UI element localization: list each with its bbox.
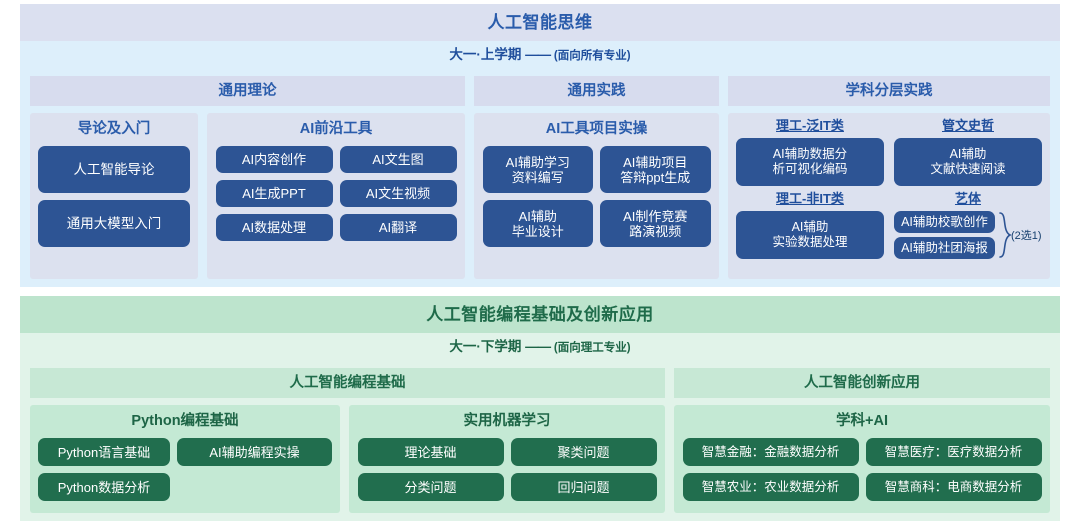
layer-label: 理工-泛IT类	[776, 118, 844, 133]
chip-course[interactable]: AI辅助校歌创作	[894, 211, 995, 233]
layer-cell-science-eng: 理工-泛IT类 AI辅助数据分析可视化编码 理工-非IT类 AI辅助实验数据处理	[736, 117, 884, 271]
blue-column-layered-practice: 学科分层实践 理工-泛IT类 AI辅助数据分析可视化编码 理工-非IT类 AI辅…	[728, 76, 1050, 279]
layer-cell-humanities-arts: 管文史哲 AI辅助文献快速阅读 艺体 AI辅助校歌创作 AI辅助社团海报	[894, 117, 1042, 271]
curly-brace-icon	[999, 212, 1012, 258]
chip-course[interactable]: AI制作竞赛路演视频	[600, 200, 711, 247]
blue-panel-ai-thinking: 人工智能思维 大一·上学期 —— (面向所有专业) 通用理论 导论及入门 人工智…	[20, 4, 1060, 287]
chip-course[interactable]: AI辅助学习资料编写	[482, 146, 593, 193]
chip-course[interactable]: 聚类问题	[510, 438, 657, 466]
blue-semester-label: 大一·上学期	[449, 47, 522, 62]
blue-panel-semester-line: 大一·上学期 —— (面向所有专业)	[20, 41, 1060, 69]
chip-course[interactable]: AI辅助实验数据处理	[736, 211, 884, 259]
green-column-head-2: 人工智能创新应用	[674, 368, 1050, 398]
green-column-head-1: 人工智能编程基础	[30, 368, 665, 398]
blue-column-head-2: 通用实践	[474, 76, 719, 106]
chip-course[interactable]: 智慧商科：电商数据分析	[865, 473, 1042, 501]
blue-column-general-theory: 通用理论 导论及入门 人工智能导论 通用大模型入门 AI前沿工具 AI内容创作	[30, 76, 465, 279]
blue-column-head-3: 学科分层实践	[728, 76, 1050, 106]
group-intro-title: 导论及入门	[77, 121, 151, 137]
chip-course[interactable]: AI文生视频	[339, 180, 457, 207]
chip-course[interactable]: Python数据分析	[38, 473, 170, 501]
group-ml-title: 实用机器学习	[463, 413, 551, 429]
chip-course[interactable]: AI翻译	[339, 214, 457, 241]
chip-course[interactable]: AI辅助编程实操	[177, 438, 332, 466]
chip-course[interactable]: 人工智能导论	[38, 146, 190, 193]
group-machine-learning: 实用机器学习 理论基础 聚类问题 分类问题 回归问题	[349, 405, 665, 513]
blue-column-general-practice: 通用实践 AI工具项目实操 AI辅助学习资料编写 AI辅助项目答辩ppt生成 A…	[474, 76, 719, 279]
group-proj-title: AI工具项目实操	[545, 121, 648, 137]
group-discipline-layers: 理工-泛IT类 AI辅助数据分析可视化编码 理工-非IT类 AI辅助实验数据处理…	[728, 113, 1050, 279]
green-panel-semester-line: 大一·下学期 —— (面向理工专业)	[20, 333, 1060, 361]
green-semester-audience: (面向理工专业)	[553, 342, 631, 354]
blue-semester-dash: ——	[525, 47, 551, 62]
chip-course[interactable]: AI辅助文献快速阅读	[894, 138, 1042, 186]
layer-label: 艺体	[954, 191, 981, 206]
chip-course[interactable]: 理论基础	[357, 438, 504, 466]
chip-course[interactable]: AI内容创作	[215, 146, 333, 173]
choose-one-brace: (2选1)	[998, 211, 1042, 259]
group-ai-tool-projects: AI工具项目实操 AI辅助学习资料编写 AI辅助项目答辩ppt生成 AI辅助毕业…	[474, 113, 719, 279]
green-columns: 人工智能编程基础 Python编程基础 Python语言基础 AI辅助编程实操 …	[30, 368, 1050, 513]
chip-course[interactable]: AI辅助项目答辩ppt生成	[600, 146, 711, 193]
green-semester-label: 大一·下学期	[449, 339, 522, 354]
chip-course[interactable]: AI生成PPT	[215, 180, 333, 207]
blue-column-head-1: 通用理论	[30, 76, 465, 106]
chip-course[interactable]: AI辅助数据分析可视化编码	[736, 138, 884, 186]
group-python-basics: Python编程基础 Python语言基础 AI辅助编程实操 Python数据分…	[30, 405, 340, 513]
chip-course[interactable]: 智慧金融：金融数据分析	[682, 438, 859, 466]
chip-course[interactable]: AI辅助毕业设计	[482, 200, 593, 247]
layer-label: 管文史哲	[941, 118, 994, 133]
group-python-title: Python编程基础	[131, 413, 239, 429]
group-discipline-plus-ai: 学科+AI 智慧金融：金融数据分析 智慧医疗：医疗数据分析 智慧农业：农业数据分…	[674, 405, 1050, 513]
green-panel-ai-programming: 人工智能编程基础及创新应用 大一·下学期 —— (面向理工专业) 人工智能编程基…	[20, 296, 1060, 521]
chip-course[interactable]: 分类问题	[357, 473, 504, 501]
brace-note: (2选1)	[1011, 230, 1042, 242]
chip-course[interactable]: AI数据处理	[215, 214, 333, 241]
group-intro: 导论及入门 人工智能导论 通用大模型入门	[30, 113, 198, 279]
layer-label: 理工-非IT类	[776, 191, 844, 206]
chip-course[interactable]: 智慧农业：农业数据分析	[682, 473, 859, 501]
chip-course[interactable]: 回归问题	[510, 473, 657, 501]
green-semester-dash: ——	[525, 339, 551, 354]
chip-course[interactable]: Python语言基础	[38, 438, 170, 466]
chip-course[interactable]: 智慧医疗：医疗数据分析	[865, 438, 1042, 466]
chip-course[interactable]: AI辅助社团海报	[894, 237, 995, 259]
chip-course[interactable]: AI文生图	[339, 146, 457, 173]
chip-course[interactable]: 通用大模型入门	[38, 200, 190, 247]
green-column-programming-basics: 人工智能编程基础 Python编程基础 Python语言基础 AI辅助编程实操 …	[30, 368, 665, 513]
blue-columns: 通用理论 导论及入门 人工智能导论 通用大模型入门 AI前沿工具 AI内容创作	[30, 76, 1050, 279]
group-tools-title: AI前沿工具	[299, 121, 373, 137]
blue-semester-audience: (面向所有专业)	[553, 50, 631, 62]
green-panel-title: 人工智能编程基础及创新应用	[20, 296, 1060, 333]
green-column-innovation-apps: 人工智能创新应用 学科+AI 智慧金融：金融数据分析 智慧医疗：医疗数据分析 智…	[674, 368, 1050, 513]
group-ai-frontier-tools: AI前沿工具 AI内容创作 AI文生图 AI生成PPT AI文生视频 AI数据处…	[207, 113, 465, 279]
blue-panel-title: 人工智能思维	[20, 4, 1060, 41]
group-discipline-ai-title: 学科+AI	[836, 413, 888, 429]
